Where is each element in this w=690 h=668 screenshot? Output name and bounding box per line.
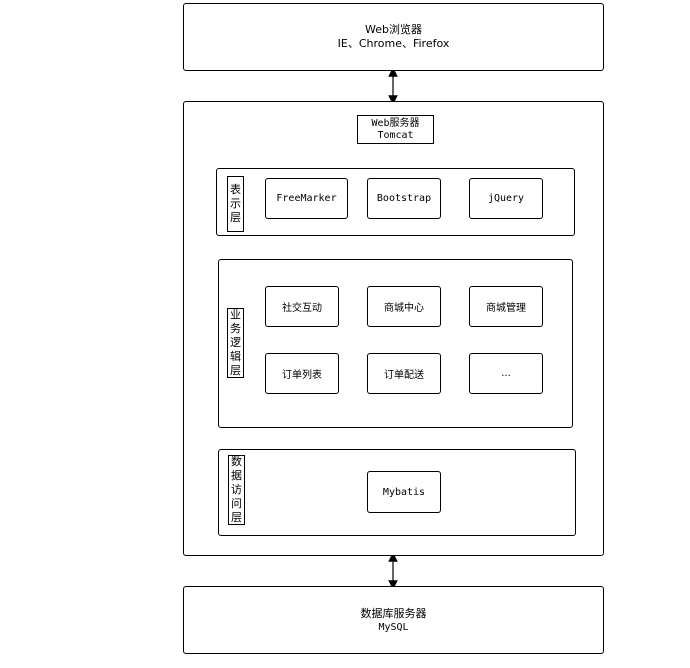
web-server-title: Web服务器 [371,117,420,129]
data-access-layer-label: 数据访问层 [228,455,245,525]
web-browser-box: Web浏览器 IE、Chrome、Firefox [183,3,604,71]
module-mybatis: Mybatis [367,471,441,513]
presentation-layer-label: 表示层 [227,176,244,232]
database-server-title: 数据库服务器 [360,606,427,620]
web-server-subtitle: Tomcat [377,129,414,141]
web-server-label: Web服务器 Tomcat [357,115,434,144]
web-browser-title: Web浏览器 [365,23,422,36]
module-order-list: 订单列表 [265,353,339,394]
module-freemarker: FreeMarker [265,178,348,219]
module-order-delivery: 订单配送 [367,353,441,394]
module-jquery: jQuery [469,178,543,219]
module-mall-center: 商城中心 [367,286,441,327]
business-layer-box [218,259,573,428]
module-mall-management: 商城管理 [469,286,543,327]
database-server-box: 数据库服务器 MySQL [183,586,604,654]
web-browser-subtitle: IE、Chrome、Firefox [337,37,450,50]
module-social-interaction: 社交互动 [265,286,339,327]
module-more: ... [469,353,543,394]
business-layer-label: 业务逻辑层 [227,308,244,378]
database-server-subtitle: MySQL [378,621,409,633]
module-bootstrap: Bootstrap [367,178,441,219]
